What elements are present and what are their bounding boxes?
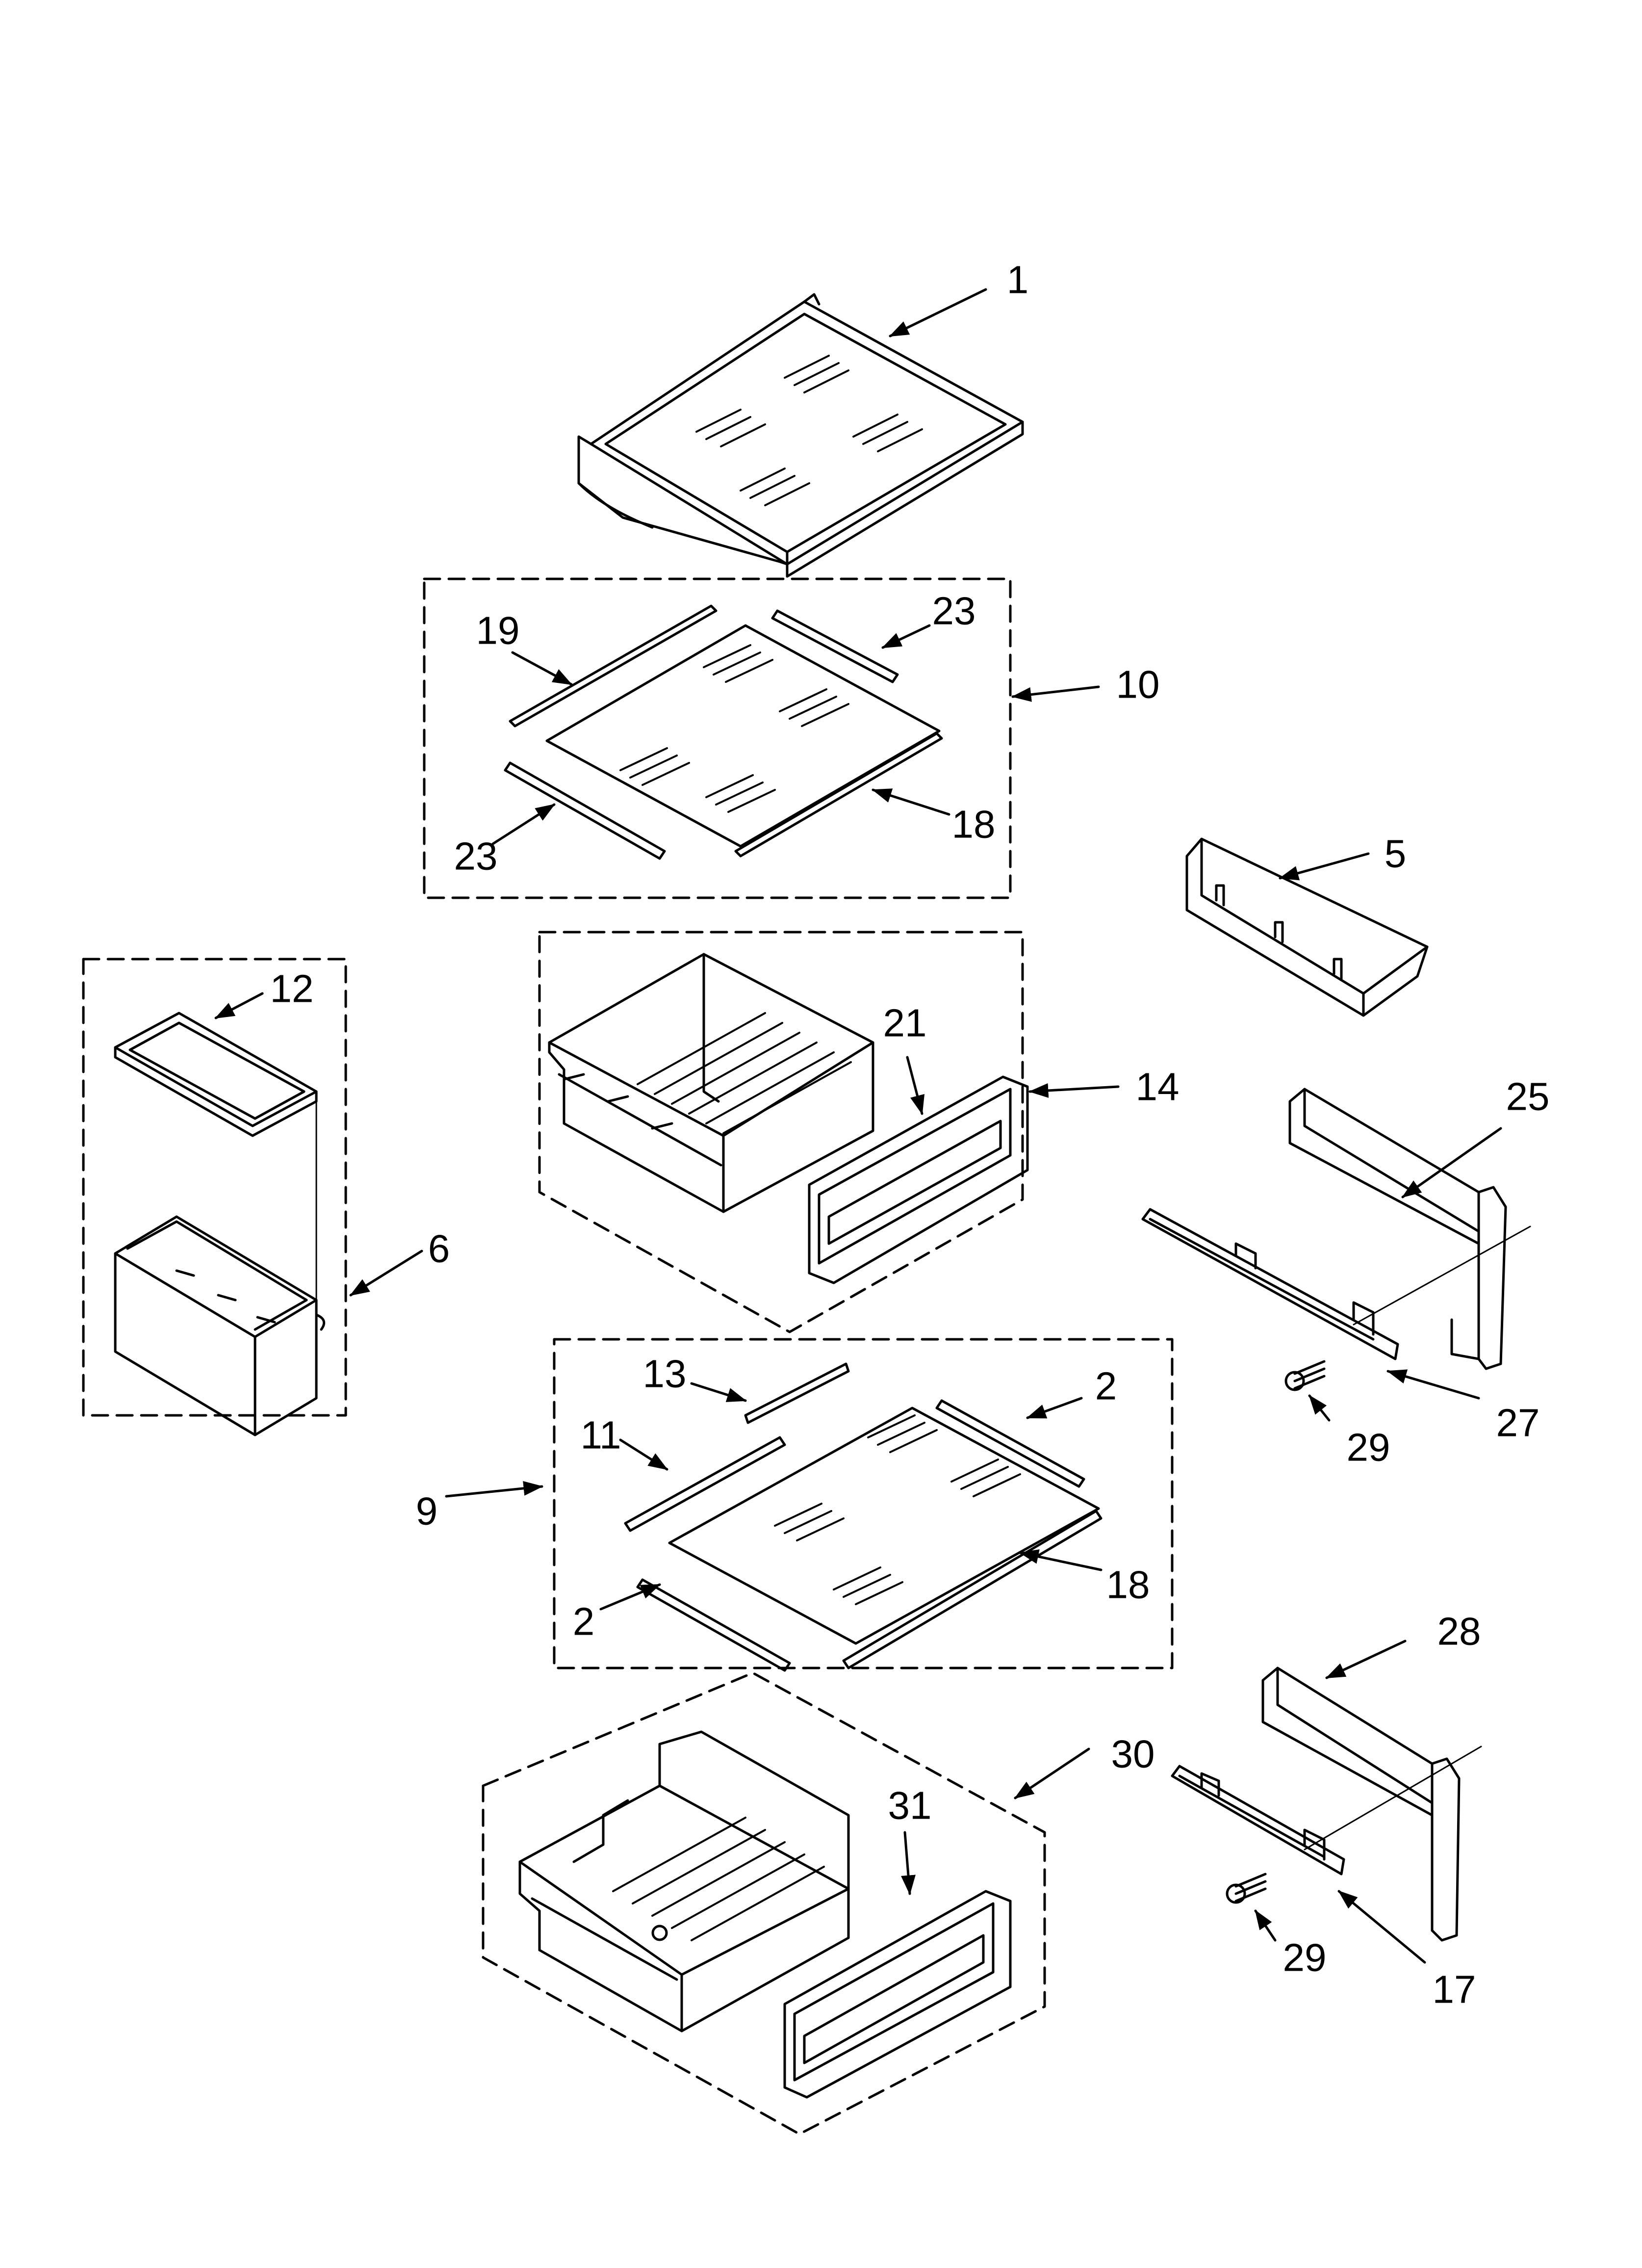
part-1-glass-shelf <box>577 293 1024 578</box>
callout-30: 30 <box>1111 1732 1155 1776</box>
callout-5: 5 <box>1385 832 1407 876</box>
part-31-basket-front <box>783 1890 1012 2099</box>
part-19-trim <box>509 604 718 728</box>
leader-arrows <box>214 288 1502 1964</box>
callout-21: 21 <box>883 1001 927 1045</box>
assembly-6-box <box>82 958 347 1417</box>
part-29-screw-upper <box>1284 1360 1326 1391</box>
part-14-crisper-drawer <box>548 953 874 1213</box>
callout-12: 12 <box>270 967 314 1011</box>
assembly-30-box <box>482 1671 1046 2136</box>
callout-9: 9 <box>416 1489 438 1533</box>
callout-2-lower: 2 <box>573 1600 595 1643</box>
callout-28: 28 <box>1437 1610 1481 1653</box>
callout-23-upper: 23 <box>932 589 976 633</box>
part-13-trim <box>744 1362 850 1424</box>
part-11-trim <box>624 1436 786 1532</box>
part-12-lid <box>114 1012 318 1137</box>
callout-11: 11 <box>580 1413 621 1457</box>
callout-13: 13 <box>643 1352 687 1396</box>
part-18-trim-lower <box>842 1510 1103 1669</box>
part-5-bracket <box>1185 837 1429 1017</box>
callout-27: 27 <box>1496 1401 1540 1445</box>
part-6-bin <box>114 1215 326 1436</box>
callout-25: 25 <box>1506 1075 1550 1119</box>
callout-18-lower: 18 <box>1106 1563 1150 1607</box>
part-9-glass-panel <box>668 1407 1100 1645</box>
callout-17: 17 <box>1433 1968 1476 2011</box>
assembly-10-box <box>423 577 1012 899</box>
part-18-trim-upper <box>734 732 943 858</box>
callout-29-lower: 29 <box>1283 1936 1327 1980</box>
callout-19: 19 <box>476 609 520 652</box>
part-25-rail-cover <box>1288 1088 1507 1370</box>
callout-labels: 1 19 23 10 23 18 5 12 21 14 25 6 13 2 11… <box>270 258 1550 2011</box>
part-27-slide-rail <box>1141 1208 1531 1360</box>
callout-6: 6 <box>428 1227 450 1271</box>
part-29-screw-lower <box>1226 1873 1267 1904</box>
callout-2-upper: 2 <box>1095 1364 1117 1408</box>
part-2-trim-lower <box>636 1578 791 1672</box>
callout-14: 14 <box>1136 1065 1180 1109</box>
callout-1: 1 <box>1007 258 1029 302</box>
part-10-glass-panel <box>545 624 941 848</box>
part-2-trim-upper <box>935 1399 1085 1488</box>
part-30-freezer-basket <box>518 1730 850 2033</box>
assembly-14-box <box>538 931 1024 1333</box>
part-17-slide-rail <box>1171 1746 1482 1876</box>
callout-31: 31 <box>888 1784 932 1827</box>
callout-10: 10 <box>1116 663 1160 706</box>
part-21-crisper-front <box>808 1075 1029 1284</box>
callout-29-upper: 29 <box>1347 1426 1390 1469</box>
part-28-rail-cover <box>1261 1667 1461 1942</box>
part-23-trim-lower <box>504 761 666 860</box>
assembly-9-box <box>553 1338 1174 1669</box>
part-23-trim-upper <box>771 609 899 683</box>
callout-23-lower: 23 <box>454 834 498 878</box>
callout-18-upper: 18 <box>952 803 996 846</box>
